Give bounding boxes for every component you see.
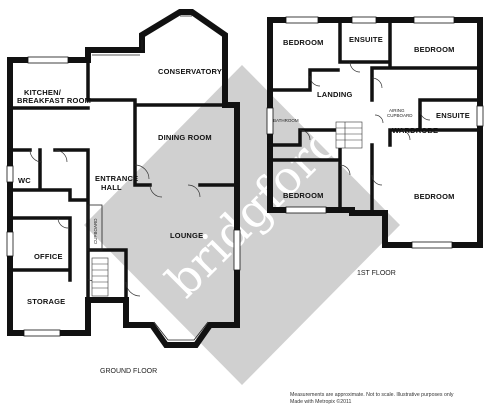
room-wc-label: WC bbox=[18, 176, 31, 185]
bedroom4-window bbox=[411, 241, 453, 249]
wc-window bbox=[6, 165, 14, 183]
wc-door bbox=[54, 149, 68, 163]
first-floor-interior-walls bbox=[268, 18, 482, 215]
disclaimer-text: Measurements are approximate. Not to sca… bbox=[290, 392, 454, 398]
office-door bbox=[57, 217, 69, 229]
room-entrance-label-line2: HALL bbox=[101, 183, 122, 192]
ground-floor-label: GROUND FLOOR bbox=[100, 368, 157, 375]
cupboard-outline bbox=[87, 204, 103, 251]
room-airing-label-line1: AIRING bbox=[389, 108, 405, 113]
bathroom-door bbox=[299, 129, 311, 141]
room-kitchen-label-line2: BREAKFAST ROOM bbox=[17, 96, 91, 105]
front-door bbox=[125, 281, 141, 297]
room-landing-label: LANDING bbox=[317, 90, 353, 99]
bedroom4-door bbox=[371, 174, 383, 186]
airing-door bbox=[374, 114, 384, 124]
ensuite-right-window bbox=[476, 105, 484, 127]
watermark-diamond bbox=[84, 65, 400, 385]
ensuite-top-window bbox=[351, 16, 377, 24]
room-bedroom-top-right-label: BEDROOM bbox=[414, 45, 455, 54]
watermark: bridgfords bbox=[84, 65, 400, 385]
lounge-door-left bbox=[149, 184, 163, 198]
bedroom1-window bbox=[285, 16, 319, 24]
ground-floor-stairs bbox=[91, 257, 109, 297]
ensuite-top-door bbox=[349, 61, 361, 73]
first-floor-label: 1ST FLOOR bbox=[357, 270, 396, 277]
room-dining-label: DINING ROOM bbox=[158, 133, 212, 142]
conservatory-frame bbox=[92, 15, 192, 56]
room-bedroom-bottom-left-label: BEDROOM bbox=[283, 191, 324, 200]
room-kitchen-label-line1: KITCHEN/ bbox=[24, 88, 62, 97]
first-floor-plan: BEDROOM ENSUITE BEDROOM LANDING BATHROOM… bbox=[266, 16, 484, 277]
bedroom2-door bbox=[371, 77, 383, 89]
room-wardrobe-label: WARDROBE bbox=[392, 126, 438, 135]
bathroom-window bbox=[266, 107, 274, 135]
room-bedroom-bottom-right-label: BEDROOM bbox=[414, 192, 455, 201]
ground-floor-plan: KITCHEN/ BREAKFAST ROOM CONSERVATORY DIN… bbox=[6, 9, 241, 375]
room-storage-label: STORAGE bbox=[27, 297, 65, 306]
bedroom2-window bbox=[413, 16, 455, 24]
room-bedroom-top-left-label: BEDROOM bbox=[283, 38, 324, 47]
room-conservatory-label: CONSERVATORY bbox=[158, 67, 222, 76]
kitchen-door bbox=[29, 149, 43, 163]
dining-door bbox=[134, 164, 150, 180]
first-floor-stairs bbox=[335, 121, 363, 149]
room-ensuite-right-label: ENSUITE bbox=[436, 111, 470, 120]
ensuite-right-door bbox=[419, 109, 431, 121]
room-ensuite-top-label: ENSUITE bbox=[349, 35, 383, 44]
bedroom1-door bbox=[309, 75, 321, 87]
room-cupboard-label: CUPBOARD bbox=[93, 218, 98, 244]
lounge-door-right bbox=[187, 184, 201, 198]
lounge-bay-window bbox=[153, 321, 209, 341]
room-office-label: OFFICE bbox=[34, 252, 63, 261]
office-window bbox=[6, 231, 14, 257]
storage-window bbox=[23, 329, 61, 337]
copyright-text: Made with Metropix ©2011 bbox=[290, 398, 352, 405]
room-bathroom-label: BATHROOM bbox=[273, 118, 299, 123]
room-airing-label-line2: CUPBOARD bbox=[387, 113, 413, 118]
room-entrance-label-line1: ENTRANCE bbox=[95, 174, 138, 183]
bedroom3-window bbox=[285, 206, 327, 214]
lounge-window bbox=[233, 229, 241, 271]
room-lounge-label: LOUNGE bbox=[170, 231, 203, 240]
kitchen-window bbox=[27, 56, 69, 64]
wardrobe-door bbox=[399, 129, 411, 141]
bedroom3-door bbox=[339, 164, 351, 176]
